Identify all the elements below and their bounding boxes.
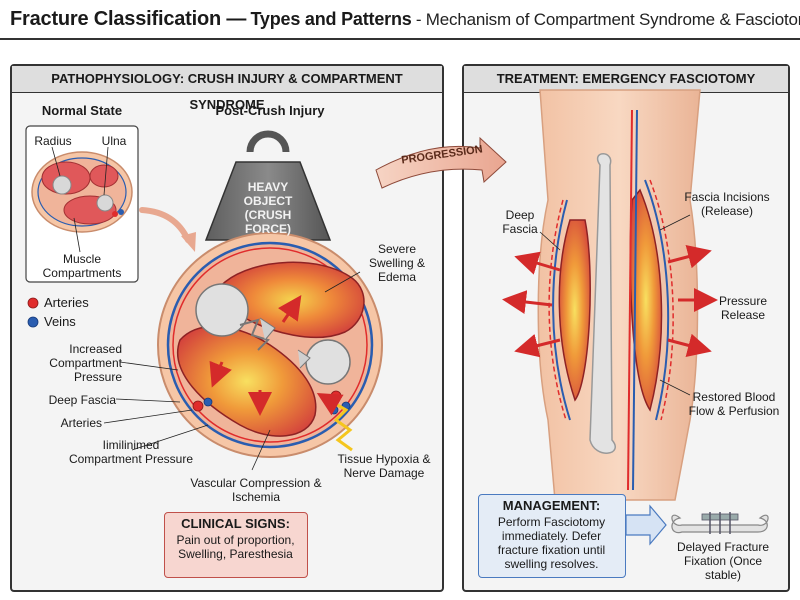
severe-swelling-label: Severe Swelling & Edema	[368, 242, 426, 284]
normal-state-label: Normal State	[41, 103, 123, 118]
fracture-fixation-bone	[671, 512, 769, 534]
fasciotomy-leg	[502, 89, 718, 501]
pathophysiology-header: PATHOPHYSIOLOGY: CRUSH INJURY & COMPARTM…	[12, 66, 442, 112]
increased-pressure-label: Increased Compartment Pressure	[49, 342, 122, 384]
restored-flow-label: Restored Blood Flow & Perfusion	[688, 390, 780, 418]
title-part-2: Types and Patterns	[250, 9, 412, 29]
treatment-header: TREATMENT: EMERGENCY FASCIOTOMY	[464, 66, 788, 93]
legend-arteries-label: Arteries	[44, 295, 89, 310]
legend-artery-dot	[27, 297, 39, 309]
clinical-signs-box: CLINICAL SIGNS: Pain out of proportion, …	[164, 512, 308, 578]
heavy-weight	[204, 130, 332, 241]
clinical-signs-title: CLINICAL SIGNS:	[181, 516, 290, 531]
post-crush-label: Post-Crush Injury	[215, 103, 325, 118]
pressure-release-label: Pressure Release	[718, 294, 768, 322]
fascia-incisions-label: Fascia Incisions (Release)	[684, 190, 770, 218]
legend-vein-dot	[27, 316, 39, 328]
management-arrow	[625, 504, 667, 546]
normal-radius-label: Radius	[34, 134, 72, 148]
right-deep-fascia-label: Deep Fascia	[502, 208, 538, 236]
vascular-compression-label: Vascular Compression & Ischemia	[190, 476, 322, 504]
crushed-cross-section	[157, 232, 383, 458]
management-title: MANAGEMENT:	[502, 498, 601, 513]
delayed-fixation-label: Delayed Fracture Fixation (Once stable)	[676, 540, 770, 582]
management-text: Perform Fasciotomy immediately. Defer fr…	[497, 515, 606, 571]
normal-cross-section	[31, 146, 133, 253]
tissue-hypoxia-label: Tissue Hypoxia & Nerve Damage	[337, 452, 431, 480]
progression-arrow	[375, 136, 507, 189]
title-part-1: Fracture Classification —	[10, 8, 247, 30]
unlimited-pressure-label: Iimilinimed Compartment Pressure	[68, 438, 194, 466]
title-part-3: - Mechanism of Compartment Syndrome & Fa…	[415, 10, 800, 29]
management-box: MANAGEMENT: Perform Fasciotomy immediate…	[478, 494, 626, 578]
muscle-compartments-label: Muscle Compartments	[42, 252, 122, 280]
page-title: Fracture Classification — Types and Patt…	[10, 8, 800, 34]
clinical-signs-text: Pain out of proportion, Swelling, Parest…	[176, 533, 295, 561]
curved-arrow-normal-to-crush	[139, 207, 191, 243]
deep-fascia-label: Deep Fascia	[48, 393, 116, 407]
title-rule	[0, 38, 800, 40]
arteries-label: Arteries	[60, 416, 102, 430]
legend-veins-label: Veins	[44, 314, 76, 329]
normal-ulna-label: Ulna	[101, 134, 127, 148]
weight-label: HEAVY OBJECT (CRUSH FORCE)	[243, 180, 293, 236]
